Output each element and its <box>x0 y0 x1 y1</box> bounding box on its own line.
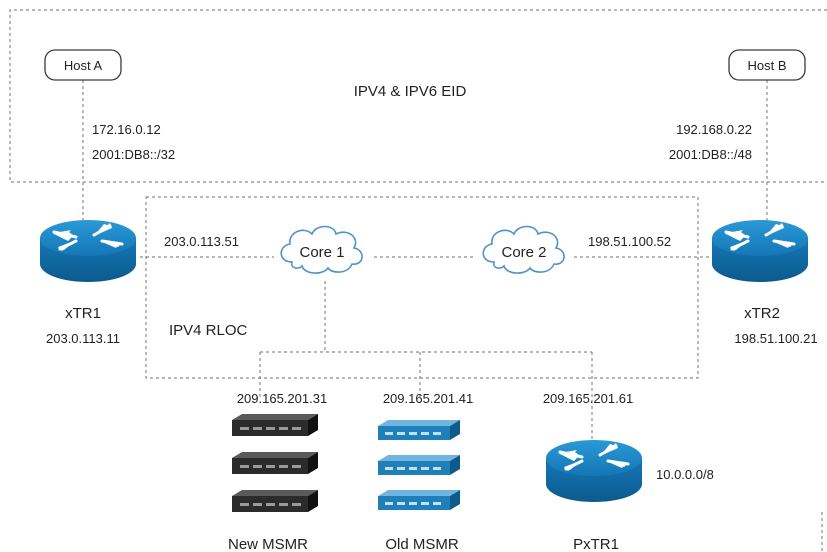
host-a-box <box>44 49 122 81</box>
xtr2-rloc-address: 198.51.100.21 <box>734 331 817 346</box>
xtr1-router-icon <box>38 218 138 284</box>
xtr1-core-side-address: 203.0.113.51 <box>164 234 239 249</box>
xtr2-router-icon <box>710 218 810 284</box>
host-a-label: Host A <box>64 58 103 73</box>
xtr2-core-side-address: 198.51.100.52 <box>588 234 671 249</box>
host-a-ipv6: 2001:DB8::/32 <box>92 147 175 162</box>
pxtr1-label: PxTR1 <box>573 536 619 552</box>
host-b-label: Host B <box>747 58 786 73</box>
rloc-region <box>145 196 699 379</box>
old-msmr-server-stack-icon <box>378 420 460 510</box>
host-b-box <box>728 49 806 81</box>
pxtr1-address: 209.165.201.61 <box>543 391 633 406</box>
core1-label: Core 1 <box>299 244 344 261</box>
links <box>82 80 823 552</box>
host-a-ipv4: 172.16.0.12 <box>92 122 161 137</box>
xtr1-rloc-address: 203.0.113.11 <box>46 331 120 346</box>
new-msmr-server-stack-icon <box>232 414 318 512</box>
host-a: Host A <box>44 49 122 81</box>
rloc-region-label: IPV4 RLOC <box>169 322 248 339</box>
host-b-ipv6: 2001:DB8::/48 <box>669 147 752 162</box>
new-msmr-address: 209.165.201.31 <box>237 391 327 406</box>
host-b-ipv4: 192.168.0.22 <box>676 122 752 137</box>
xtr2-label: xTR2 <box>744 305 780 322</box>
new-msmr-label: New MSMR <box>228 536 308 552</box>
pxtr1-router-icon <box>544 438 644 504</box>
host-b: Host B <box>728 49 806 81</box>
eid-region-label: IPV4 & IPV6 EID <box>354 83 467 100</box>
old-msmr-label: Old MSMR <box>385 536 459 552</box>
core2-label: Core 2 <box>501 244 546 261</box>
pxtr1-prefix: 10.0.0.0/8 <box>656 467 714 482</box>
eid-region <box>9 9 827 183</box>
old-msmr-address: 209.165.201.41 <box>383 391 473 406</box>
xtr1-label: xTR1 <box>65 305 101 322</box>
